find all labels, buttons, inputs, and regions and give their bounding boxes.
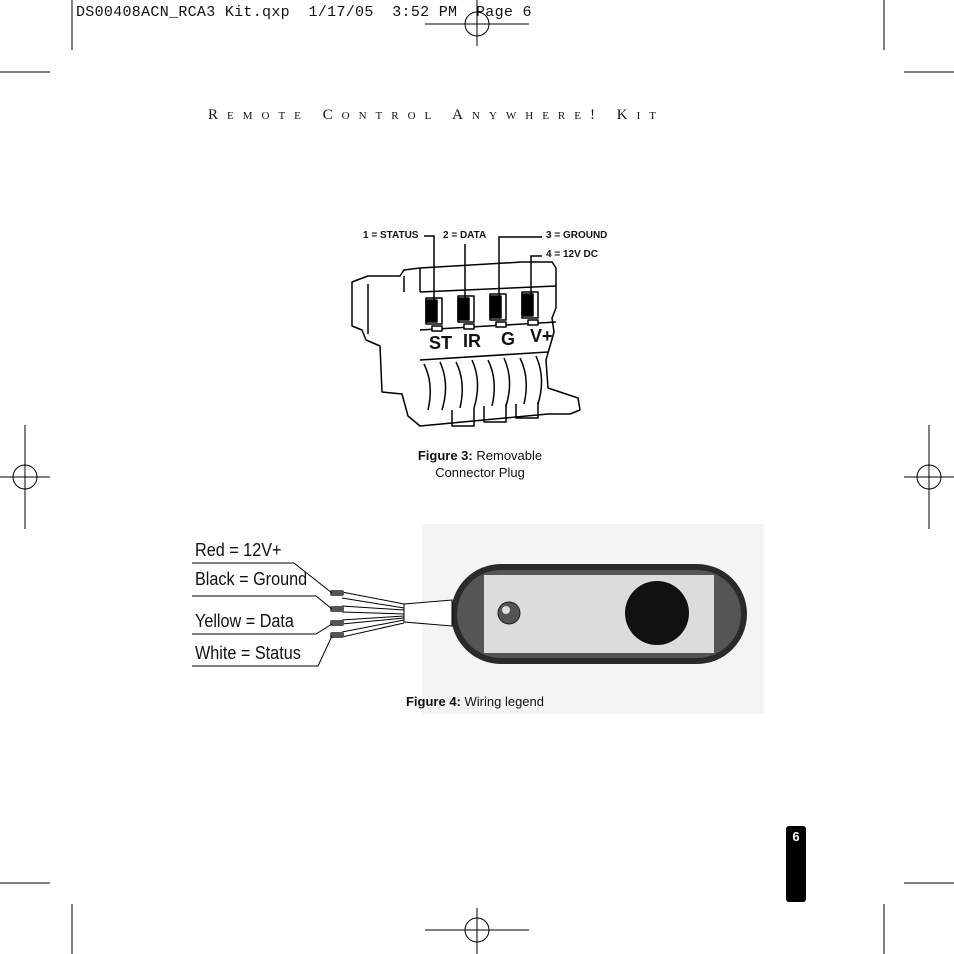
wiring-device-drawing [192,524,764,714]
pin-mark-vplus: V+ [530,326,553,346]
running-head: Remote Control Anywhere! Kit [208,107,665,123]
pin-label-data: 2 = DATA [443,230,487,241]
figure4-caption: Figure 4: Wiring legend [375,693,575,710]
page-number-tab [786,826,806,902]
figure3-caption-label: Figure 3: [417,448,473,463]
pin-mark-st: ST [429,333,453,353]
wire-label-black: Black = Ground [195,569,308,589]
pin-label-status: 1 = STATUS [363,230,419,241]
figure3-caption: Figure 3: Removable Connector Plug [380,447,580,481]
wire-label-red: Red = 12V+ [195,540,282,560]
wire-leader-lines [192,562,333,667]
pin-label-12v: 4 = 12V DC [546,249,598,260]
figure3-caption-line2: Connector Plug [435,465,525,480]
print-slug-line: DS00408ACN_RCA3 Kit.qxp 1/17/05 3:52 PM … [76,4,532,21]
connector-plug-drawing [351,261,581,427]
figure3-caption-line1: Removable [476,448,543,463]
figure4-caption-label: Figure 4: [405,694,461,709]
pin-leader-lines [424,235,542,300]
page-number: 6 [792,829,800,844]
pin-mark-g: G [501,329,516,349]
pin-label-ground: 3 = GROUND [546,230,608,241]
pin-mark-ir: IR [463,331,481,351]
wire-label-white: White = Status [195,643,301,663]
wire-label-yellow: Yellow = Data [195,611,294,631]
figure4-caption-text: Wiring legend [464,694,545,709]
